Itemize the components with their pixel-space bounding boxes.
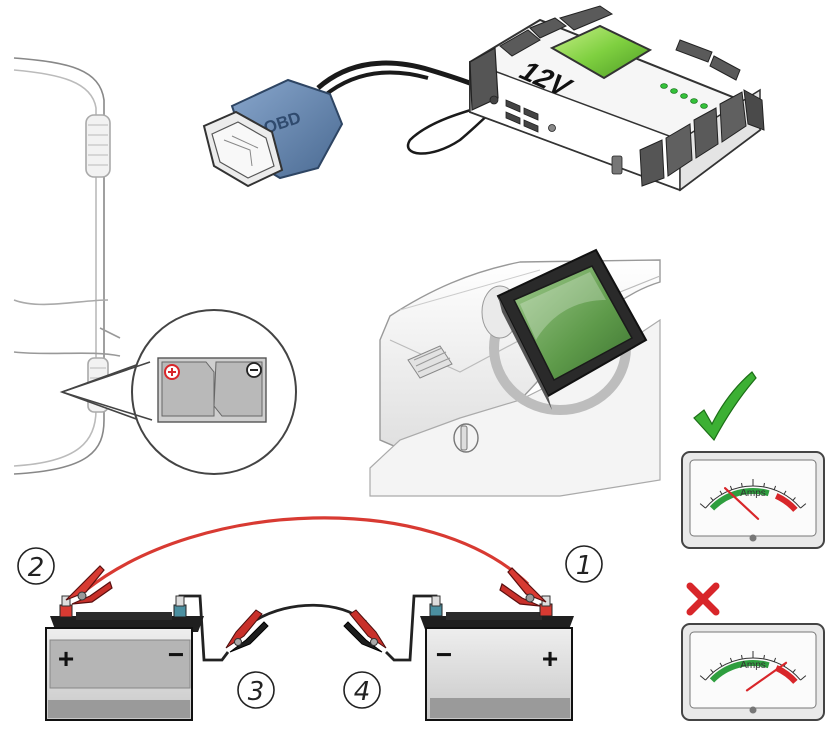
amp-gauge-incorrect: Amps [681, 623, 825, 721]
gauge-needle [745, 661, 788, 692]
jump-start-diagram: + − − + [17, 516, 603, 721]
gauge-ticks [699, 479, 807, 509]
gauge-tick [741, 654, 743, 660]
gauge-tick [792, 669, 796, 673]
gauge-scale [705, 485, 801, 509]
power-pack: 12V [469, 5, 765, 192]
car-outline [13, 57, 121, 475]
gauge-tick [729, 657, 733, 662]
cross-icon [686, 582, 720, 616]
gauge-scale [705, 657, 801, 681]
gauge-tick [783, 490, 787, 495]
power-pack-screen [549, 24, 653, 80]
fuse-box [157, 357, 267, 423]
svg-text:1: 1 [576, 551, 593, 581]
obd-connector: OBD [202, 60, 507, 188]
gauge-tick [773, 657, 777, 662]
gauge-tick [763, 654, 765, 660]
gauge-tick [729, 485, 733, 490]
gauge-tick [763, 482, 765, 488]
indicator-leds [660, 83, 708, 109]
step-4-badge: 4 [343, 671, 381, 709]
gauge-red-zone [774, 665, 798, 684]
gauge-tick [792, 497, 796, 501]
gauge-tick [800, 675, 807, 681]
gauge-tick [719, 490, 723, 495]
gauge-tick [710, 497, 714, 501]
amp-gauge-correct: Amps [681, 451, 825, 549]
gauge-green-zone [709, 488, 770, 511]
zoom-callout [59, 309, 297, 475]
check-icon [693, 371, 757, 442]
black-cable-middle [255, 603, 367, 624]
gauge-tick [699, 675, 706, 681]
gauge-label: Amps [740, 488, 766, 499]
gauge-ticks [699, 651, 807, 681]
gauge-tick [773, 485, 777, 490]
black-clamp-4 [343, 609, 387, 653]
gauge-tick [800, 503, 807, 509]
step-3-badge: 3 [237, 671, 275, 709]
gauge-tick [699, 503, 706, 509]
red-clamp-left [65, 565, 113, 605]
usb-ports [489, 95, 623, 175]
step-1-badge: 1 [565, 545, 603, 583]
red-clamp-right [499, 567, 547, 607]
battery-left: + − [45, 595, 204, 721]
battery-left-minus: − [168, 639, 184, 670]
battery-right-plus: + [542, 643, 558, 674]
gauge-tick [710, 669, 714, 673]
red-cable [85, 516, 530, 592]
battery-right-minus: − [436, 639, 452, 670]
tablet-screen [512, 265, 634, 382]
battery-left-plus: + [58, 643, 74, 674]
svg-text:2: 2 [28, 553, 45, 583]
gauge-green-zone [709, 660, 770, 683]
svg-text:3: 3 [248, 677, 265, 707]
dashboard [369, 248, 661, 497]
gauge-red-zone [774, 493, 798, 512]
step-2-badge: 2 [17, 547, 55, 585]
black-clamp-3 [225, 609, 269, 653]
svg-text:4: 4 [354, 677, 371, 707]
battery-right: − + [420, 595, 574, 721]
gauge-tick [741, 482, 743, 488]
gauge-tick [719, 662, 723, 667]
gauge-needle [724, 487, 760, 520]
gauge-label: Amps [740, 660, 766, 671]
